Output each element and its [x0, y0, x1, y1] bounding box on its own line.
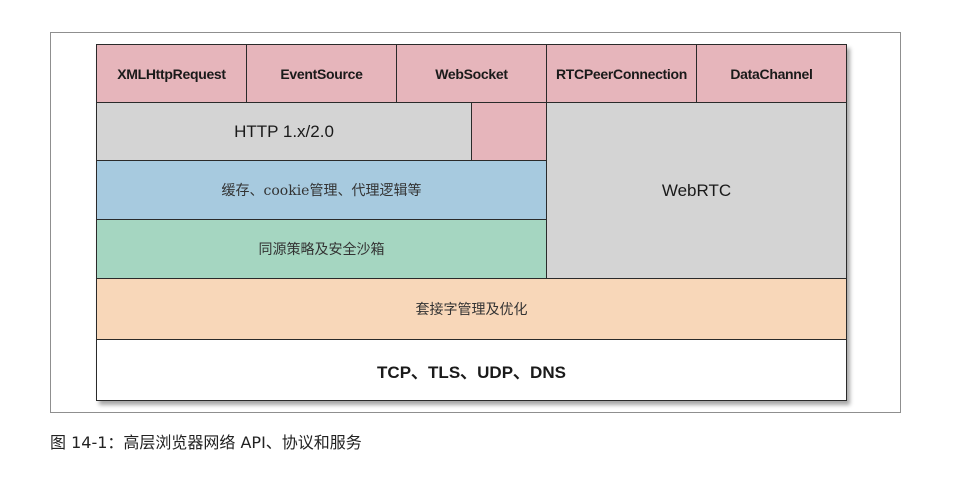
api-datachannel: DataChannel: [696, 44, 847, 103]
websocket-extension: [471, 102, 547, 161]
api-websocket: WebSocket: [396, 44, 547, 103]
cache-cookie-proxy-layer: 缓存、cookie管理、代理逻辑等: [96, 160, 547, 220]
browser-network-stack: XMLHttpRequest EventSource WebSocket RTC…: [96, 44, 847, 401]
http-layer: HTTP 1.x/2.0: [96, 102, 472, 161]
api-xmlhttprequest: XMLHttpRequest: [96, 44, 247, 103]
transport-layer: TCP、TLS、UDP、DNS: [96, 339, 847, 401]
same-origin-sandbox-layer: 同源策略及安全沙箱: [96, 219, 547, 279]
figure-caption: 图 14-1：高层浏览器网络 API、协议和服务: [50, 433, 362, 452]
api-eventsource: EventSource: [246, 44, 397, 103]
webrtc-layer: WebRTC: [546, 102, 847, 279]
api-rtcpeerconnection: RTCPeerConnection: [546, 44, 697, 103]
socket-management-layer: 套接字管理及优化: [96, 278, 847, 340]
